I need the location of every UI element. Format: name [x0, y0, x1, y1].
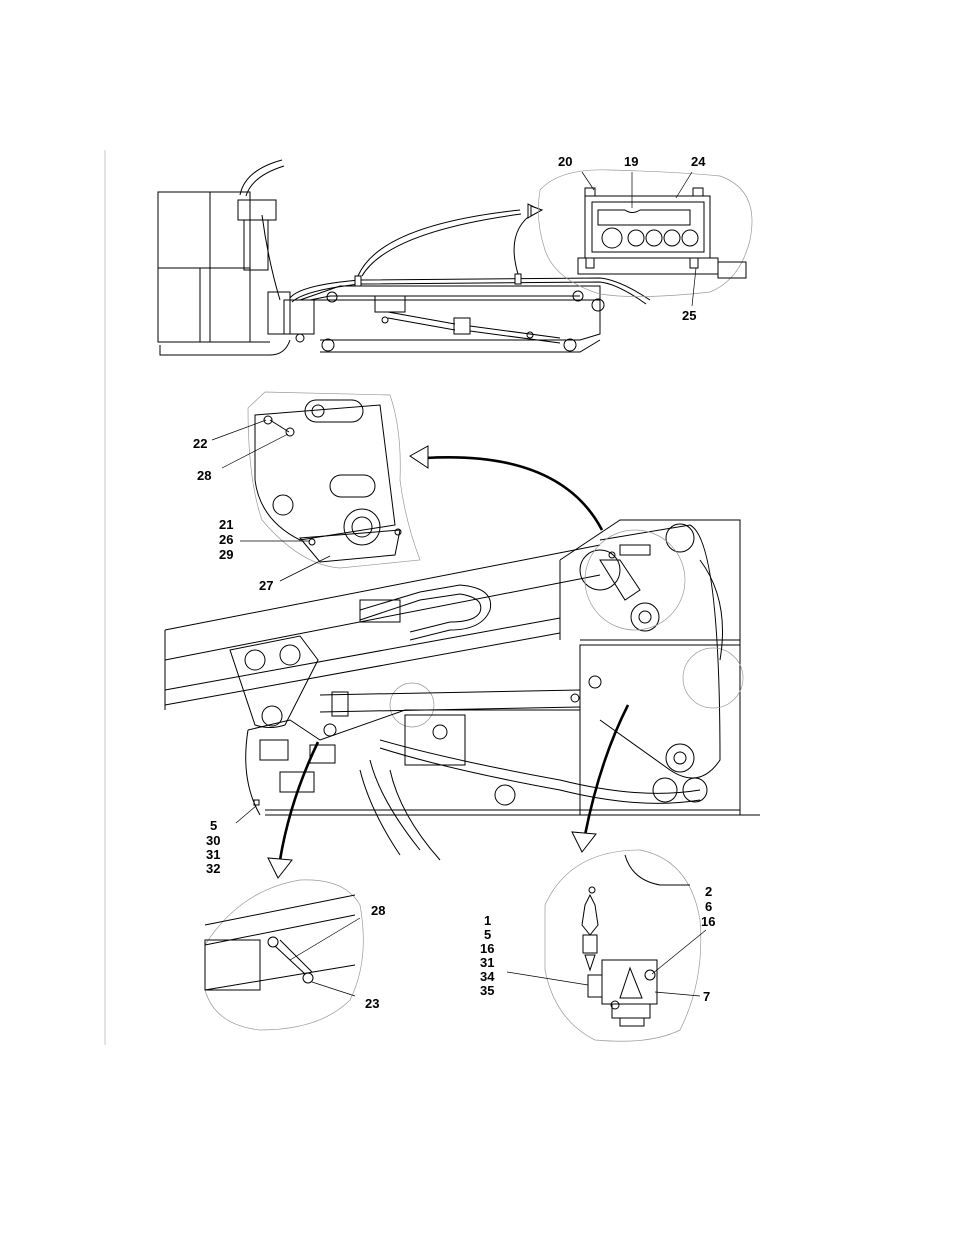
callout-16-left: 16 [480, 941, 494, 956]
callout-27: 27 [259, 578, 273, 593]
callout-20: 20 [558, 154, 572, 169]
hose-clamp-detail [538, 169, 753, 307]
top-view-boom [157, 159, 651, 356]
callout-28-upper: 28 [197, 468, 211, 483]
callout-32: 32 [206, 861, 220, 876]
callout-34: 34 [480, 969, 495, 984]
plate-detail [211, 391, 604, 582]
callout-21: 21 [219, 517, 233, 532]
callout-24: 24 [691, 154, 706, 169]
callout-23: 23 [365, 996, 379, 1011]
callout-7: 7 [703, 989, 710, 1004]
callout-31-left: 31 [206, 847, 220, 862]
callout-31-right: 31 [480, 955, 494, 970]
callout-29: 29 [219, 547, 233, 562]
callout-6: 6 [705, 899, 712, 914]
callout-19: 19 [624, 154, 638, 169]
callout-30: 30 [206, 833, 220, 848]
callout-25: 25 [682, 308, 696, 323]
callout-35: 35 [480, 983, 494, 998]
callout-22: 22 [193, 436, 207, 451]
turntable-view [164, 519, 760, 879]
callout-5-left: 5 [210, 818, 217, 833]
bottom-right-detail [506, 849, 707, 1042]
callout-16-right: 16 [701, 914, 715, 929]
callout-26: 26 [219, 532, 233, 547]
callout-28-lower: 28 [371, 903, 385, 918]
bottom-left-detail [204, 879, 364, 1031]
callout-5-right: 5 [484, 927, 491, 942]
callout-2: 2 [705, 884, 712, 899]
callout-1: 1 [484, 913, 491, 928]
callout-labels: 20 19 24 25 22 28 21 26 29 27 5 30 31 32… [193, 154, 715, 1011]
